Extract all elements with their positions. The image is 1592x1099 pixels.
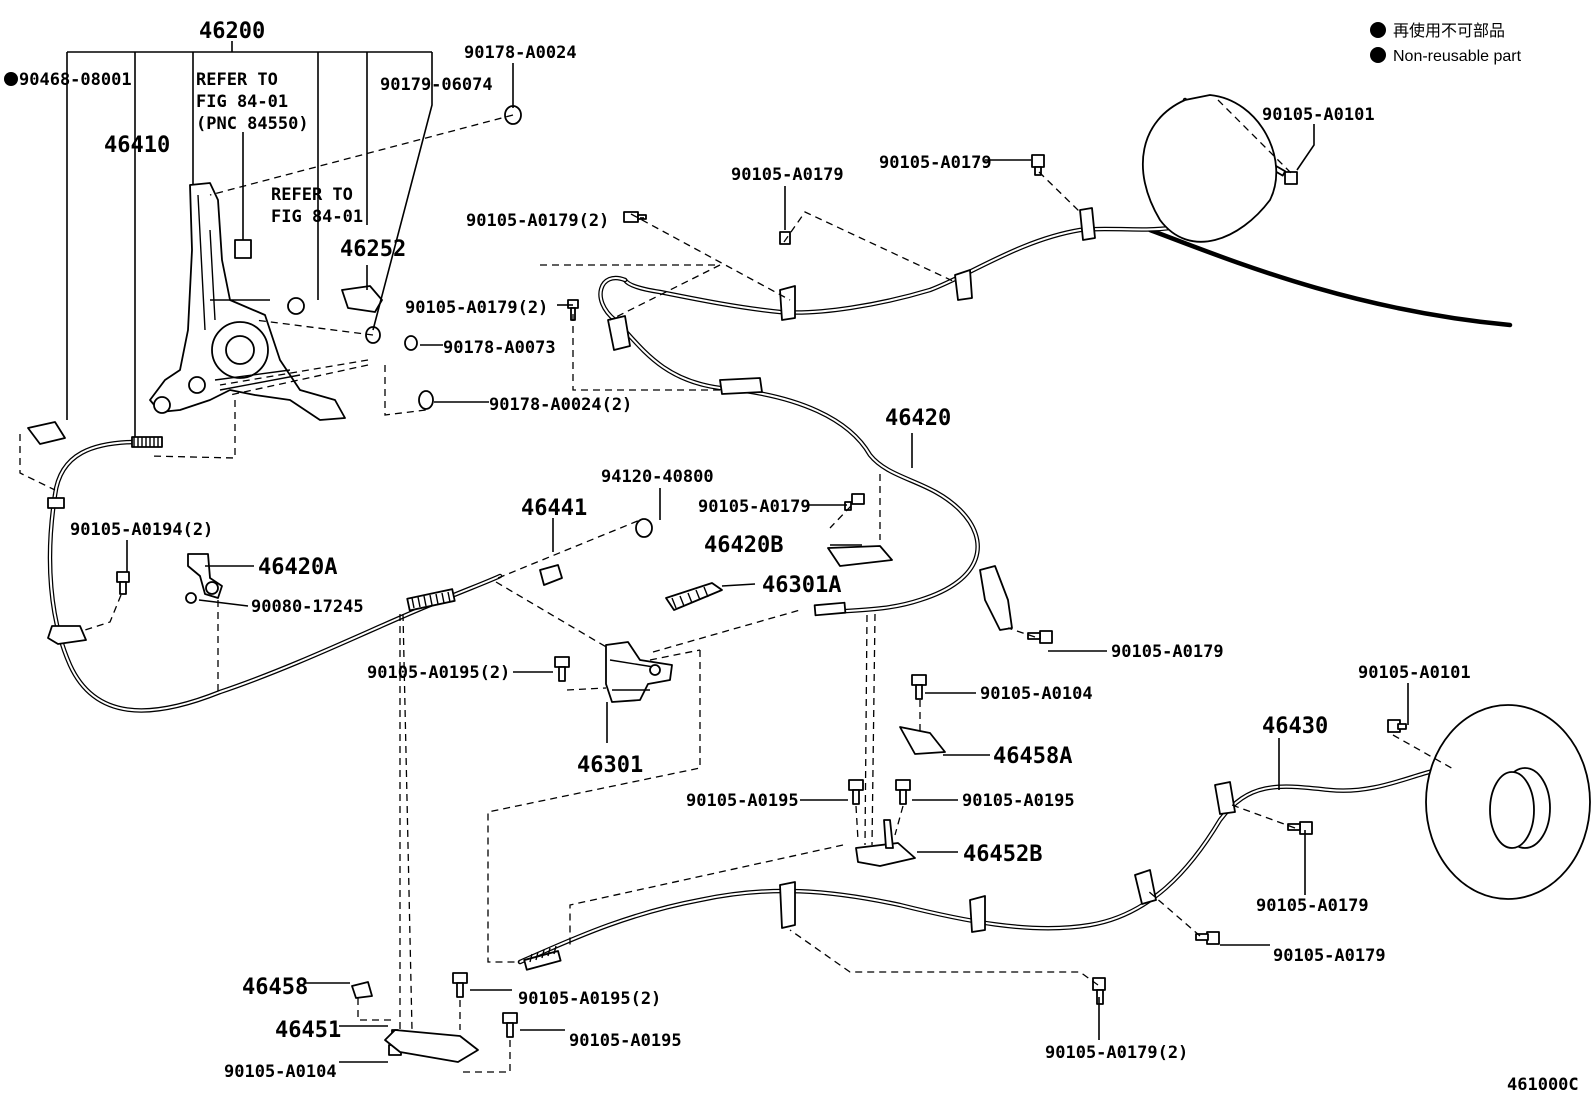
label-90178-A0024-top: 90178-A0024 bbox=[464, 43, 577, 63]
label-90105-A0179-mid: 90105-A0179 bbox=[731, 165, 844, 185]
clip-46252 bbox=[341, 285, 383, 313]
fasteners bbox=[116, 105, 1407, 1056]
leader-lines bbox=[66, 41, 1409, 1063]
label-90105-A0179-c: 90105-A0179 bbox=[1111, 642, 1224, 662]
label-46451: 46451 bbox=[275, 1018, 341, 1043]
label-46301: 46301 bbox=[577, 753, 643, 778]
label-46441: 46441 bbox=[521, 496, 587, 521]
label-90105-A0104-bottom: 90105-A0104 bbox=[224, 1062, 337, 1082]
label-46252: 46252 bbox=[340, 237, 406, 262]
label-90105-A0195-left: 90105-A0195 bbox=[686, 791, 799, 811]
label-94120-40800: 94120-40800 bbox=[601, 467, 714, 487]
label-46420B: 46420B bbox=[704, 533, 783, 558]
non-reusable-marker-icon bbox=[1370, 22, 1386, 38]
label-46420: 46420 bbox=[885, 406, 951, 431]
parking-brake-pedal-assembly bbox=[149, 182, 346, 421]
label-46452B: 46452B bbox=[963, 842, 1042, 867]
label-90105-A0179-2-upper: 90105-A0179(2) bbox=[405, 298, 548, 318]
label-46458: 46458 bbox=[242, 975, 308, 1000]
label-46301A: 46301A bbox=[762, 573, 841, 598]
label-90105-A0195-2-bottom: 90105-A0195(2) bbox=[518, 989, 661, 1009]
label-46430: 46430 bbox=[1262, 714, 1328, 739]
legend: 再使用不可部品 Non-reusable part bbox=[1370, 22, 1522, 65]
label-90080-17245: 90080-17245 bbox=[251, 597, 364, 617]
label-refer1-line1: REFER TO bbox=[196, 70, 278, 90]
label-90105-A0179-r1: 90105-A0179 bbox=[1256, 896, 1369, 916]
label-90105-A0194-2: 90105-A0194(2) bbox=[70, 520, 213, 540]
legend-en-text: Non-reusable part bbox=[1393, 48, 1522, 65]
legend-jp-text: 再使用不可部品 bbox=[1393, 22, 1505, 40]
label-46458A: 46458A bbox=[993, 744, 1072, 769]
label-90105-A0179-b: 90105-A0179 bbox=[698, 497, 811, 517]
label-90105-A0104-mid: 90105-A0104 bbox=[980, 684, 1093, 704]
label-90105-A0179-topright: 90105-A0179 bbox=[879, 153, 992, 173]
label-46420A: 46420A bbox=[258, 555, 337, 580]
label-90468-08001: 90468-08001 bbox=[19, 70, 132, 90]
label-90179-06074: 90179-06074 bbox=[380, 75, 493, 95]
label-46410: 46410 bbox=[104, 133, 170, 158]
label-refer1-line2: FIG 84-01 bbox=[196, 92, 288, 112]
label-90105-A0101-right: 90105-A0101 bbox=[1358, 663, 1471, 683]
part-labels: 46200 90468-08001 REFER TO FIG 84-01 (PN… bbox=[4, 19, 1579, 1095]
label-90178-A0024-2: 90178-A0024(2) bbox=[489, 395, 632, 415]
cable-ends bbox=[131, 436, 847, 971]
label-90105-A0179-2-left: 90105-A0179(2) bbox=[466, 211, 609, 231]
label-90105-A0195-bottom: 90105-A0195 bbox=[569, 1031, 682, 1051]
non-reusable-marker-icon bbox=[4, 72, 18, 86]
label-90105-A0179-r2: 90105-A0179 bbox=[1273, 946, 1386, 966]
brackets bbox=[27, 207, 1236, 1063]
label-refer1-line3: (PNC 84550) bbox=[196, 114, 309, 134]
label-90105-A0179-2-bottom: 90105-A0179(2) bbox=[1045, 1043, 1188, 1063]
rear-brake-drums bbox=[1141, 94, 1591, 900]
label-46200: 46200 bbox=[199, 19, 265, 44]
label-90105-A0101-top: 90105-A0101 bbox=[1262, 105, 1375, 125]
non-reusable-marker-icon bbox=[1370, 47, 1386, 63]
cables bbox=[47, 97, 1513, 965]
figure-code: 461000C bbox=[1507, 1075, 1579, 1095]
label-90105-A0195-2: 90105-A0195(2) bbox=[367, 663, 510, 683]
label-90105-A0195-right: 90105-A0195 bbox=[962, 791, 1075, 811]
label-refer2-line2: FIG 84-01 bbox=[271, 207, 363, 227]
assembly-dashed-lines bbox=[19, 99, 1456, 1073]
label-90178-A0073: 90178-A0073 bbox=[443, 338, 556, 358]
label-refer2-line1: REFER TO bbox=[271, 185, 353, 205]
